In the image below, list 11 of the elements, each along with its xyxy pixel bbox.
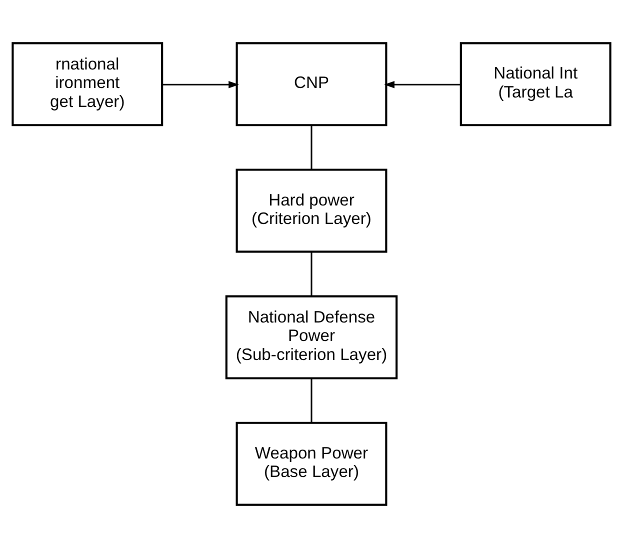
node-box: CNP — [236, 42, 388, 126]
node-box: rnational ironment get Layer) — [12, 42, 164, 126]
node-box: Hard power (Criterion Layer) — [236, 168, 388, 252]
arrow — [384, 80, 461, 88]
connector — [310, 251, 312, 296]
node-box: National Int (Target La — [460, 42, 612, 126]
connector — [310, 378, 312, 422]
node-box: Weapon Power (Base Layer) — [236, 421, 388, 506]
connector — [310, 124, 312, 169]
node-box: National Defense Power (Sub-criterion Layer) — [225, 294, 398, 379]
arrow — [162, 80, 239, 88]
